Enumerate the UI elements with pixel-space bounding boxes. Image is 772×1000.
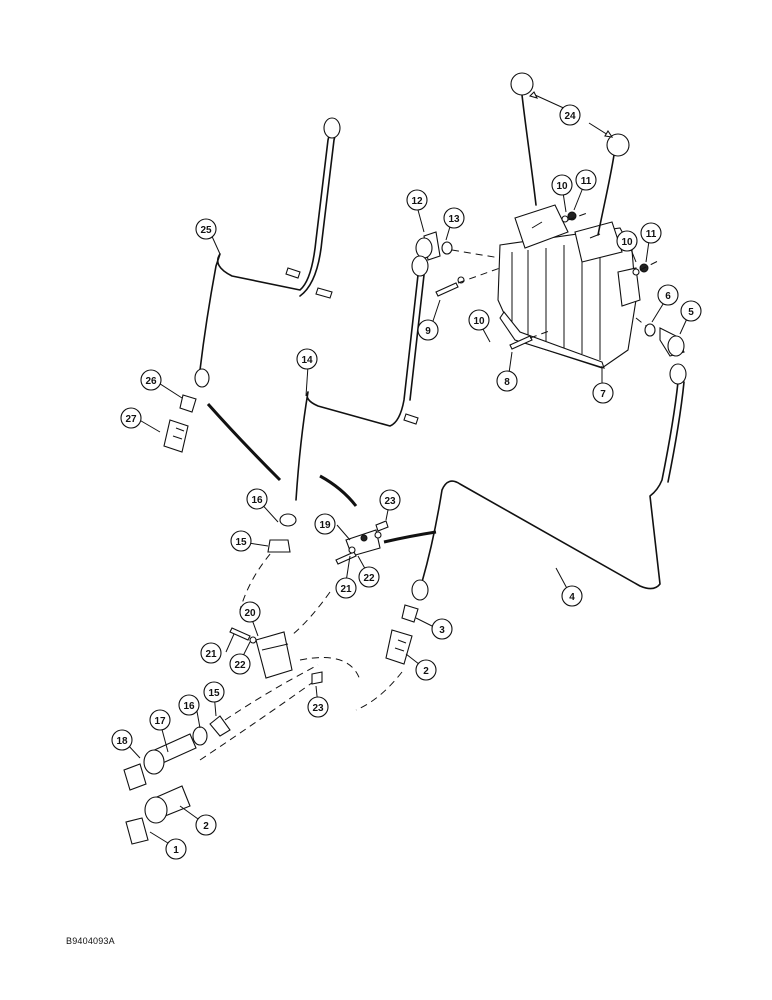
svg-text:10: 10: [473, 316, 485, 327]
callout: 22: [229, 653, 251, 675]
callout: 26: [140, 369, 162, 391]
svg-text:2: 2: [203, 821, 209, 832]
svg-text:4: 4: [569, 592, 575, 603]
callout: 13: [443, 207, 465, 229]
callout: 22: [358, 566, 380, 588]
callout: 19: [314, 513, 336, 535]
callout: 16: [246, 488, 268, 510]
callout: 20: [239, 601, 261, 623]
callout: 2: [195, 814, 217, 836]
callout: 17: [149, 709, 171, 731]
callout: 7: [592, 382, 614, 404]
callout: 15: [230, 530, 252, 552]
svg-text:23: 23: [312, 703, 324, 714]
svg-text:21: 21: [205, 649, 217, 660]
svg-text:13: 13: [448, 214, 460, 225]
callout: 23: [307, 696, 329, 718]
svg-text:22: 22: [363, 573, 375, 584]
callout: 5: [680, 300, 702, 322]
callout: 25: [195, 218, 217, 240]
svg-text:16: 16: [183, 701, 195, 712]
svg-text:8: 8: [504, 377, 510, 388]
svg-text:17: 17: [154, 716, 166, 727]
callout: 11: [575, 169, 597, 191]
svg-text:9: 9: [425, 326, 431, 337]
hose-route: [319, 474, 358, 507]
valve-small-parts: [435, 211, 661, 350]
svg-text:10: 10: [556, 181, 568, 192]
callout: 12: [406, 189, 428, 211]
callout: 10: [551, 174, 573, 196]
svg-text:19: 19: [319, 520, 331, 531]
callout: 15: [203, 681, 225, 703]
hose-route: [206, 403, 282, 482]
callout: 8: [496, 370, 518, 392]
callout: 21: [335, 577, 357, 599]
tube-25: [199, 131, 331, 371]
lever-knob: [606, 133, 630, 157]
fittings-lower-left: [123, 715, 231, 845]
tube-4: [421, 381, 679, 590]
svg-text:20: 20: [244, 608, 256, 619]
lever-knob: [510, 72, 534, 96]
svg-text:16: 16: [251, 495, 263, 506]
figure-reference-code: B9404093A: [66, 936, 115, 946]
svg-text:14: 14: [301, 355, 313, 366]
hose-route: [383, 530, 437, 544]
callout: 2: [415, 659, 437, 681]
connector-middle: [385, 604, 419, 665]
elbow-fitting-right: [635, 317, 685, 357]
callout: 27: [120, 407, 142, 429]
svg-text:12: 12: [411, 196, 423, 207]
clamp-upper: [267, 520, 389, 565]
svg-text:11: 11: [581, 176, 592, 187]
svg-text:7: 7: [600, 389, 606, 400]
svg-text:6: 6: [665, 291, 671, 302]
callout: 10: [468, 309, 490, 331]
callout: 14: [296, 348, 318, 370]
svg-text:21: 21: [340, 584, 352, 595]
callout: 10: [616, 230, 638, 252]
svg-text:1: 1: [173, 845, 179, 856]
callout: 24: [559, 104, 581, 126]
callout: 18: [111, 729, 133, 751]
callout: 16: [178, 694, 200, 716]
svg-text:11: 11: [646, 229, 657, 240]
svg-text:26: 26: [145, 376, 157, 387]
callout: 11: [640, 222, 662, 244]
callout: 21: [200, 642, 222, 664]
svg-text:2: 2: [423, 666, 429, 677]
tube-14: [295, 274, 419, 501]
callout: 23: [379, 489, 401, 511]
svg-text:22: 22: [234, 660, 246, 671]
control-levers: [510, 72, 630, 236]
connector-left: [163, 394, 197, 453]
svg-text:18: 18: [116, 736, 128, 747]
svg-text:5: 5: [688, 307, 694, 318]
callout: 3: [431, 618, 453, 640]
svg-text:25: 25: [200, 225, 212, 236]
callouts: 1 2 2 3 4 5 6 7 8 9 10 10 10 11 11 12 13…: [111, 104, 702, 860]
bracket-lower: [229, 627, 323, 685]
svg-text:3: 3: [439, 625, 445, 636]
svg-text:15: 15: [235, 537, 247, 548]
control-valve: [497, 204, 641, 369]
svg-text:23: 23: [384, 496, 396, 507]
svg-text:15: 15: [208, 688, 220, 699]
svg-text:27: 27: [125, 414, 137, 425]
elbow-fitting-upper: [415, 231, 501, 261]
callout: 9: [417, 319, 439, 341]
callout: 6: [657, 284, 679, 306]
svg-text:24: 24: [564, 111, 576, 122]
callout: 4: [561, 585, 583, 607]
callout: 1: [165, 838, 187, 860]
svg-text:10: 10: [621, 237, 633, 248]
